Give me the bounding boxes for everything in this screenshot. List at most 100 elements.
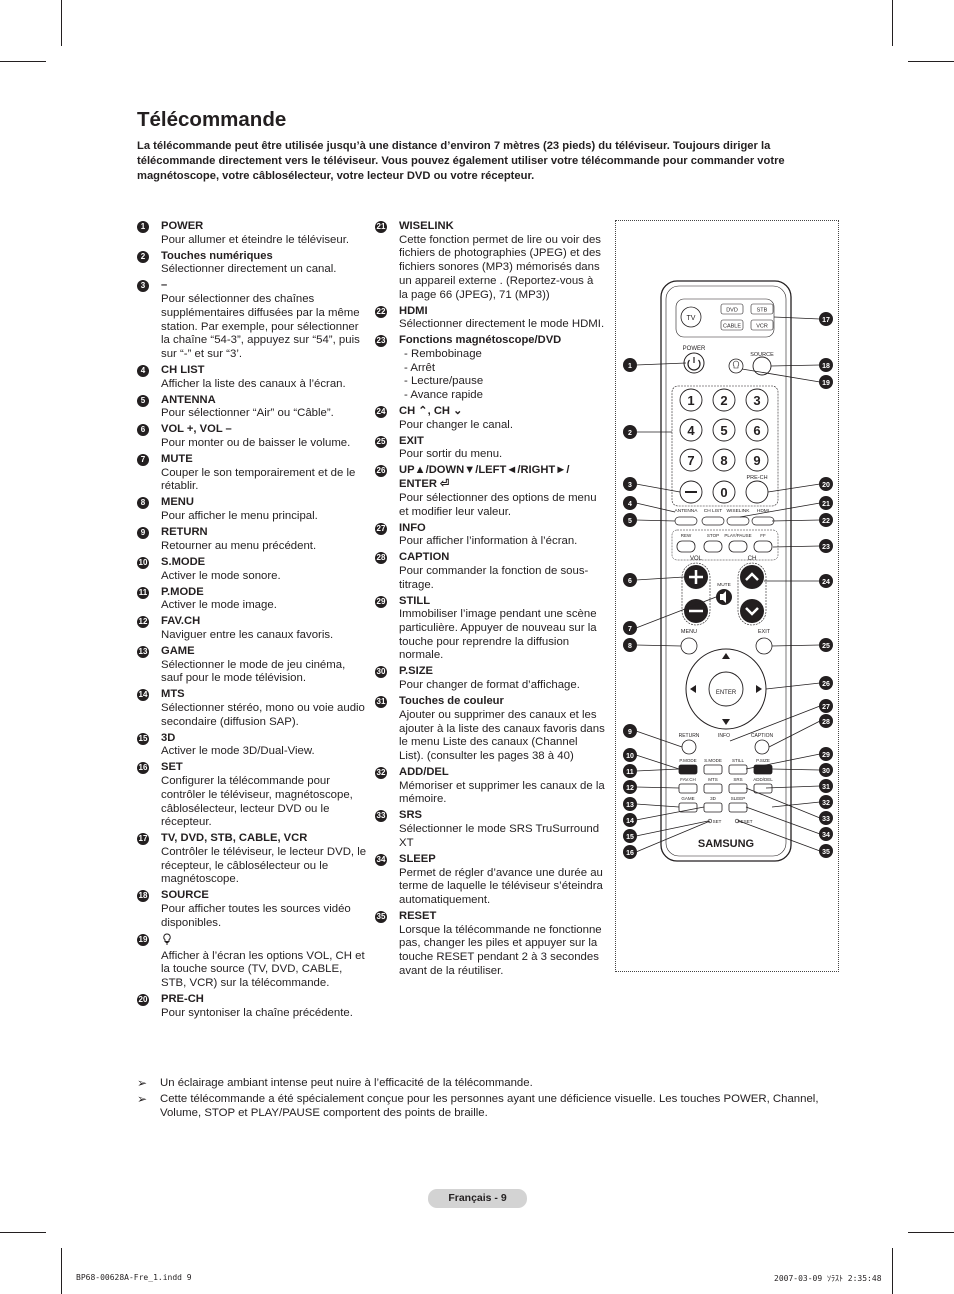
item-description: Pour changer de format d’affichage. bbox=[399, 679, 580, 692]
callout-badge bbox=[819, 496, 833, 510]
item-description: Afficher la liste des canaux à l’écran. bbox=[161, 377, 346, 390]
digit-label: 0 bbox=[720, 485, 727, 500]
sublist-item: Avance rapide bbox=[399, 389, 605, 403]
mode-panel bbox=[675, 298, 775, 338]
transport-label: STOP bbox=[707, 533, 719, 538]
item-description: Pour allumer et éteindre le téléviseur. bbox=[161, 233, 350, 246]
item-description: Retourner au menu précédent. bbox=[161, 539, 317, 552]
item-description: Pour sélectionner des chaînes supplément… bbox=[161, 293, 360, 360]
enter-label: ENTER bbox=[716, 690, 737, 696]
digit-button bbox=[745, 388, 769, 412]
item-description: Contrôler le téléviseur, le lecteur DVD,… bbox=[161, 845, 367, 886]
item-number-badge: 35 bbox=[375, 910, 387, 923]
function-button bbox=[701, 516, 725, 526]
item-description: Activer le mode image. bbox=[161, 599, 277, 612]
callout-badge bbox=[623, 724, 637, 738]
callout-badge bbox=[623, 845, 637, 859]
mute-icon bbox=[720, 591, 726, 603]
function-label: SRS bbox=[733, 777, 742, 782]
callout-number: 29 bbox=[822, 752, 830, 759]
callout-line bbox=[635, 483, 681, 493]
item-name: CH ⌃, CH ⌄ bbox=[399, 405, 463, 418]
down-arrow-icon bbox=[722, 719, 730, 725]
info-label: INFO bbox=[718, 733, 730, 739]
callout-badge bbox=[819, 699, 833, 713]
callout-line bbox=[635, 519, 676, 522]
item-description: Ajouter ou supprimer des canaux et les a… bbox=[399, 708, 605, 762]
callout-line bbox=[635, 362, 687, 366]
digit-button bbox=[712, 388, 736, 412]
item-number-badge: 26 bbox=[375, 465, 387, 478]
mode-label: STB bbox=[757, 308, 768, 314]
menu-label: MENU bbox=[681, 629, 697, 635]
item-description: Pour sélectionner “Air” ou “Câble”. bbox=[161, 407, 334, 420]
callout-badge bbox=[819, 375, 833, 389]
function-label: GAME bbox=[681, 796, 694, 801]
callout-number: 16 bbox=[626, 850, 634, 857]
callout-line bbox=[773, 316, 821, 320]
mode-label: VCR bbox=[756, 324, 768, 330]
item-number-badge: 5 bbox=[137, 394, 149, 407]
ch-down-button bbox=[740, 599, 764, 623]
chevron-up-icon bbox=[745, 572, 759, 581]
callout-badge bbox=[819, 714, 833, 728]
digit-label: 5 bbox=[720, 423, 727, 438]
callout-badge bbox=[819, 477, 833, 491]
callout-number: 1 bbox=[628, 363, 632, 370]
item-name: INFO bbox=[399, 521, 426, 534]
vol-rocker bbox=[681, 562, 711, 626]
sublist-item: Arrêt bbox=[399, 362, 605, 376]
item-number-badge: 25 bbox=[375, 435, 387, 448]
callout-line bbox=[741, 368, 821, 383]
callout-badge bbox=[623, 764, 637, 778]
callout-badge bbox=[623, 358, 637, 372]
transport-label: REW bbox=[681, 533, 692, 538]
enter-button bbox=[708, 671, 744, 707]
item-description: Pour afficher le menu principal. bbox=[161, 510, 318, 523]
item-number-badge: 19 bbox=[137, 933, 149, 946]
chevron-down-icon bbox=[745, 607, 759, 616]
callout-number: 19 bbox=[822, 380, 830, 387]
callout-number: 22 bbox=[822, 518, 830, 525]
callout-number: 11 bbox=[626, 769, 634, 776]
caption-label: CAPTION bbox=[751, 733, 774, 739]
transport-label: FF bbox=[760, 533, 766, 538]
transport-button bbox=[703, 540, 723, 553]
set-label: SET bbox=[713, 819, 722, 824]
callout-line bbox=[635, 768, 680, 772]
callout-number: 20 bbox=[822, 482, 830, 489]
item-description: Pour sélectionner des options de menu et… bbox=[399, 491, 597, 518]
item-number-badge: 8 bbox=[137, 497, 149, 510]
crop-mark bbox=[61, 1248, 62, 1294]
function-button bbox=[703, 802, 723, 813]
callout-number: 3 bbox=[628, 482, 632, 489]
brand-logo: SAMSUNG bbox=[698, 838, 754, 850]
item-name: FAV.CH bbox=[161, 615, 201, 628]
callout-badge bbox=[819, 795, 833, 809]
item-description: Afficher à l’écran les options VOL, CH e… bbox=[161, 949, 365, 989]
digit-button bbox=[745, 418, 769, 442]
item-description: Pour afficher l’information à l’écran. bbox=[399, 535, 578, 548]
function-label: ANTENNA bbox=[675, 508, 699, 514]
item-name: Touches numériques bbox=[161, 249, 273, 262]
callout-line bbox=[635, 596, 717, 629]
callout-badge bbox=[819, 513, 833, 527]
item-number-badge: 2 bbox=[137, 250, 149, 263]
callout-badge bbox=[819, 676, 833, 690]
item-number-badge: 1 bbox=[137, 221, 149, 233]
callout-line bbox=[770, 364, 821, 367]
callout-badge bbox=[819, 763, 833, 777]
callout-number: 26 bbox=[822, 681, 830, 688]
callout-line bbox=[635, 644, 682, 647]
item-number-badge: 29 bbox=[375, 595, 387, 608]
tv-mode-button bbox=[680, 306, 702, 328]
